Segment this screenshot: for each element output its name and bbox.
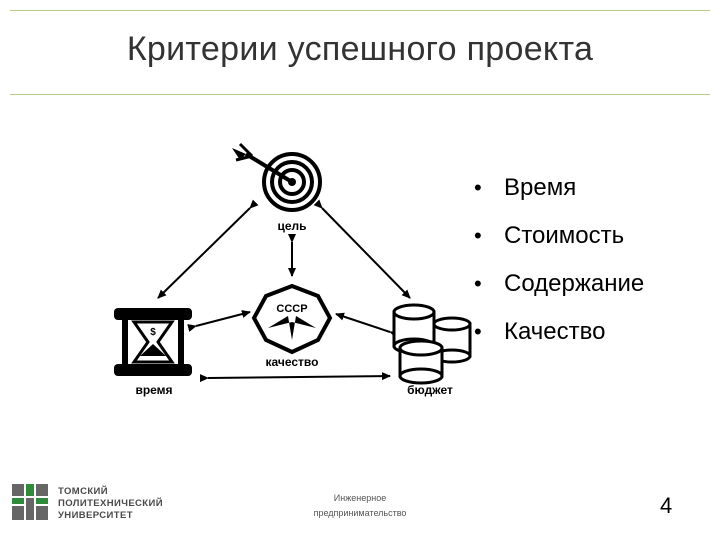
budget-label: бюджет <box>407 383 453 397</box>
list-item-text: Содержание <box>504 270 645 297</box>
arrow-goal-time <box>157 199 259 299</box>
top-rule <box>10 10 710 11</box>
project-triangle-diagram: цель СССР качество $ время бюджет <box>114 142 472 397</box>
svg-text:$: $ <box>150 327 156 338</box>
arrow-time-budget <box>199 372 391 383</box>
list-item-text: Время <box>504 174 577 201</box>
footer-line: предпринимательство <box>313 508 407 518</box>
university-name-line: ПОЛИТЕХНИЧЕСКИЙ <box>58 498 163 509</box>
university-name-line: УНИВЕРСИТЕТ <box>58 510 133 521</box>
arrow-time-quality <box>187 310 251 332</box>
footer-course-name: Инженерное предпринимательство <box>290 491 430 521</box>
quality-emblem-icon <box>251 283 333 355</box>
bullet-marker: • <box>474 271 482 296</box>
page-number: 4 <box>660 493 673 518</box>
arrows <box>157 199 411 383</box>
quality-label: качество <box>266 355 319 369</box>
hourglass-icon: $ <box>114 308 192 376</box>
arrow-budget-quality <box>335 312 399 339</box>
list-item: • Стоимость <box>474 212 644 260</box>
bullet-marker: • <box>474 175 482 200</box>
university-name-line: ТОМСКИЙ <box>58 486 108 497</box>
goal-label: цель <box>277 219 306 233</box>
list-item: • Время <box>474 164 644 212</box>
title-rule <box>10 94 710 95</box>
coins-icon <box>392 303 472 385</box>
target-icon <box>232 142 322 212</box>
time-label: время <box>135 383 172 397</box>
criteria-list: • Время • Стоимость • Содержание • Качес… <box>474 164 644 356</box>
quality-emblem-label: СССР <box>276 303 307 315</box>
arrow-goal-budget <box>313 199 411 299</box>
list-item-text: Качество <box>504 318 606 345</box>
bullet-marker: • <box>474 223 482 248</box>
slide-title: Критерии успешного проекта <box>126 30 594 68</box>
list-item: • Содержание <box>474 260 644 308</box>
list-item: • Качество <box>474 308 644 356</box>
university-logo-icon <box>12 484 48 520</box>
bullet-marker: • <box>474 319 482 344</box>
footer-line: Инженерное <box>333 493 387 503</box>
list-item-text: Стоимость <box>504 222 625 249</box>
university-name: ТОМСКИЙ ПОЛИТЕХНИЧЕСКИЙ УНИВЕРСИТЕТ <box>58 486 163 522</box>
